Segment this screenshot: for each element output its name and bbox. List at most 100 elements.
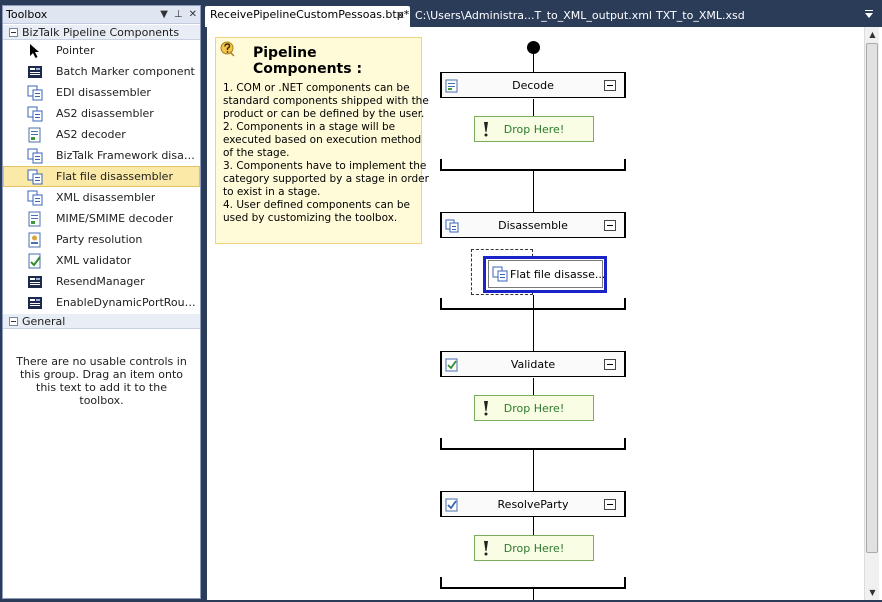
pin-icon[interactable]: ⊥	[173, 9, 183, 20]
info-line: 1. COM or .NET components can be	[223, 82, 410, 94]
scroll-up-icon[interactable]: ▲	[869, 30, 876, 39]
exclamation-icon	[481, 400, 491, 419]
drop-zone-label: Drop Here!	[503, 541, 565, 555]
decoder-icon	[27, 127, 43, 143]
pipeline-start-node	[527, 41, 540, 54]
flow-connector	[533, 589, 534, 600]
info-line: to exist in a stage.	[223, 186, 321, 198]
disassembler-icon	[27, 190, 43, 206]
stage-header[interactable]: Validate	[442, 352, 624, 377]
info-line: of the stage.	[223, 147, 290, 159]
stage-decode[interactable]: Decode	[440, 72, 626, 98]
collapse-stage-icon[interactable]	[604, 220, 616, 231]
flow-connector	[533, 171, 534, 212]
tab-label: ReceivePipelineCustomPessoas.btp*	[210, 8, 410, 21]
info-title: Pipeline Components :	[253, 45, 362, 77]
stage-connector	[533, 378, 534, 400]
tab-txt-to-xml-xsd[interactable]: TXT_to_XML.xsd	[651, 7, 771, 26]
vertical-scrollbar[interactable]: ▲ ▼	[864, 27, 879, 600]
drop-zone-decode[interactable]: Drop Here!	[474, 116, 594, 142]
pipeline-designer-canvas[interactable]: Pipeline Components : 1. COM or .NET com…	[207, 27, 882, 600]
toolbox-item-as2-disassembler[interactable]: AS2 disassembler	[3, 103, 200, 124]
disassembler-icon	[27, 85, 43, 101]
pipeline-component-flat-file-disassembler[interactable]: Flat file disasse...	[488, 260, 605, 288]
decoder-icon	[27, 211, 43, 227]
decoder-icon	[445, 79, 459, 96]
exclamation-icon	[481, 540, 491, 559]
document-tab-bar: ReceivePipelineCustomPessoas.btp* ✕ C:\U…	[205, 5, 882, 27]
tab-label: C:\Users\Administra...T_to_XML_output.xm…	[415, 9, 652, 22]
stage-connector	[533, 295, 534, 311]
toolbox-item-as2-decoder[interactable]: AS2 decoder	[3, 124, 200, 145]
stage-resolve-party[interactable]: ResolveParty	[440, 491, 626, 517]
toolbox-group-label: General	[22, 314, 66, 328]
stage-connector	[533, 99, 534, 121]
resolver-icon	[27, 232, 43, 248]
toolbox-item-party-resolution[interactable]: Party resolution	[3, 229, 200, 250]
drop-zone-resolve-party[interactable]: Drop Here!	[474, 535, 594, 561]
disassembler-icon	[492, 266, 508, 282]
collapse-icon[interactable]	[9, 27, 18, 37]
info-line: used by customizing the toolbox.	[223, 212, 398, 224]
stage-name: ResolveParty	[497, 497, 569, 511]
stage-decode-footer	[440, 159, 626, 171]
toolbox-title: Toolbox	[6, 8, 48, 21]
stage-name: Validate	[510, 357, 556, 371]
scrollbar-thumb[interactable]	[866, 43, 878, 553]
tab-receive-pipeline[interactable]: ReceivePipelineCustomPessoas.btp* ✕	[205, 6, 410, 27]
drop-zone-label: Drop Here!	[503, 122, 565, 136]
stage-validate[interactable]: Validate	[440, 351, 626, 377]
info-text: 1. COM or .NET components can be standar…	[223, 82, 429, 225]
collapse-stage-icon[interactable]	[604, 80, 616, 91]
collapse-stage-icon[interactable]	[604, 359, 616, 370]
toolbox-item-label: Pointer	[56, 44, 95, 57]
scroll-down-icon[interactable]: ▼	[869, 588, 876, 597]
disassembler-icon	[445, 219, 459, 236]
toolbox-group-biztalk-pipeline-components[interactable]: BizTalk Pipeline Components	[3, 24, 200, 40]
disassembler-icon	[27, 148, 43, 164]
info-title-line: Components :	[253, 61, 363, 77]
stage-header[interactable]: Disassemble	[442, 213, 624, 238]
validator-icon	[27, 253, 43, 269]
close-icon[interactable]: ✕	[188, 9, 197, 20]
info-line: standard components shipped with the	[223, 95, 429, 107]
drop-zone-validate[interactable]: Drop Here!	[474, 395, 594, 421]
info-line: product or can be defined by the user.	[223, 108, 425, 120]
toolbox-item-resend-manager[interactable]: ResendManager	[3, 271, 200, 292]
window-position-dropdown-icon[interactable]: ▼	[160, 9, 168, 20]
toolbox-group-general[interactable]: General	[3, 313, 200, 329]
toolbox-item-flat-file-disassembler[interactable]: Flat file disassembler	[3, 166, 200, 187]
toolbox-item-biztalk-framework-disassembler[interactable]: BizTalk Framework disasse...	[3, 145, 200, 166]
toolbox-item-edi-disassembler[interactable]: EDI disassembler	[3, 82, 200, 103]
stage-disassemble[interactable]: Disassemble	[440, 212, 626, 238]
close-icon[interactable]: ✕	[395, 9, 405, 22]
tab-list-dropdown-icon[interactable]	[864, 10, 874, 20]
toolbox-item-label: EDI disassembler	[56, 86, 151, 99]
info-line: executed based on execution method	[223, 134, 422, 146]
toolbox-panel: Toolbox ▼ ⊥ ✕ BizTalk Pipeline Component…	[2, 5, 201, 599]
toolbox-item-label: Flat file disassembler	[56, 170, 173, 183]
tab-output-xml[interactable]: C:\Users\Administra...T_to_XML_output.xm…	[410, 7, 652, 26]
toolbox-item-enable-dynamic-port-routing[interactable]: EnableDynamicPortRouting	[3, 292, 200, 313]
stage-header[interactable]: ResolveParty	[442, 492, 624, 517]
stage-connector	[533, 517, 534, 539]
stage-validate-footer	[440, 438, 626, 450]
collapse-stage-icon[interactable]	[604, 499, 616, 510]
stage-header[interactable]: Decode	[442, 73, 624, 98]
toolbox-item-pointer[interactable]: Pointer	[3, 40, 200, 61]
collapse-icon[interactable]	[9, 316, 18, 326]
pipeline-components-info-note: Pipeline Components : 1. COM or .NET com…	[215, 37, 429, 244]
general-empty-message[interactable]: There are no usable controls in this gro…	[16, 355, 187, 407]
toolbox-header: Toolbox ▼ ⊥ ✕	[3, 6, 200, 24]
toolbox-item-xml-validator[interactable]: XML validator	[3, 250, 200, 271]
stage-resolve-party-footer	[440, 577, 626, 589]
toolbox-item-xml-disassembler[interactable]: XML disassembler	[3, 187, 200, 208]
stage-disassemble-footer	[440, 298, 626, 310]
flow-connector	[533, 450, 534, 491]
toolbox-item-batch-marker-component[interactable]: Batch Marker component	[3, 61, 200, 82]
info-line: 3. Components have to implement the	[223, 160, 427, 172]
info-line: 2. Components in a stage will be	[223, 121, 396, 133]
toolbox-item-mime-smime-decoder[interactable]: MIME/SMIME decoder	[3, 208, 200, 229]
toolbox-item-label: AS2 disassembler	[56, 107, 154, 120]
toolbox-item-label: MIME/SMIME decoder	[56, 212, 174, 225]
